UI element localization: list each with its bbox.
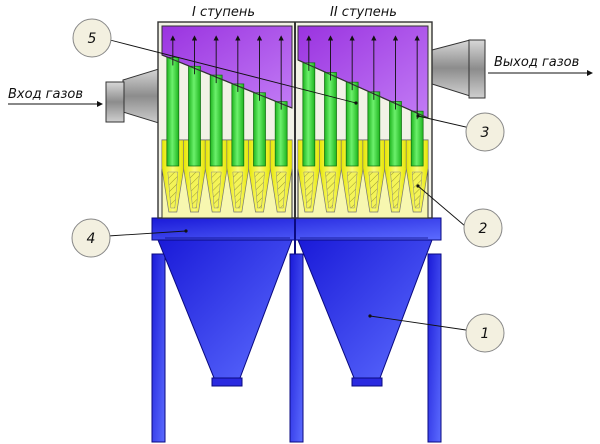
cone-hatch [189,171,200,209]
cyclone-tube [367,91,381,167]
dust-chamber [151,217,442,254]
cyclone-tube [345,81,359,167]
hopper-outlet [351,377,383,387]
outlet-label: Выход газов [494,55,579,70]
svg-text:4: 4 [87,231,96,247]
cyclone-tube [410,110,424,167]
svg-text:1: 1 [481,326,490,342]
cone-hatch [411,171,423,209]
cone-hatch [167,171,179,209]
tube-sheet-stage-2 [297,59,429,119]
tube-sheet-stage-1 [161,54,293,109]
stage-1-label: I ступень [192,5,255,20]
leader-lines [107,39,471,331]
cone-hatch [325,171,336,209]
inlet-duct [105,67,163,125]
leg [289,253,304,443]
cyclone-tube [302,62,316,167]
support-legs [151,253,442,443]
hopper-outlet [211,377,243,387]
cyclone-tube [324,72,337,167]
cyclone-tube [389,101,402,167]
outlet-duct [431,39,486,99]
svg-text:2: 2 [479,221,488,237]
cyclone-elements-stage-1 [161,57,293,213]
cone-hatch [368,171,380,209]
cyclone-tube [231,83,245,167]
callout-2: 2 [463,208,503,248]
leg [427,253,442,443]
cone-hatch [303,171,315,209]
cyclone-elements-stage-2 [297,62,429,213]
cyclone-tube [209,74,223,167]
cyclone-tube [274,101,288,167]
svg-text:5: 5 [88,31,97,47]
cone-hatch [346,171,358,209]
flow-arrows [170,35,420,120]
callout-1: 1 [465,313,505,353]
callout-3: 3 [465,112,505,152]
leg [151,253,166,443]
cone-hatch [232,171,244,209]
inlet-label: Вход газов [8,87,83,102]
callout-4: 4 [71,218,111,258]
callout-5: 5 [72,18,112,58]
cyclone-tube [253,92,266,167]
cyclone-tube [188,65,201,167]
cone-hatch [210,171,222,209]
hopper-stage-1 [157,239,293,379]
cone-hatch [275,171,287,209]
svg-text:3: 3 [481,125,490,141]
cone-hatch [254,171,265,209]
hopper-stage-2 [297,239,433,379]
stage-2-label: II ступень [330,5,397,20]
cyclone-tube [166,57,180,167]
chamber-body [151,217,442,241]
cone-hatch [390,171,401,209]
